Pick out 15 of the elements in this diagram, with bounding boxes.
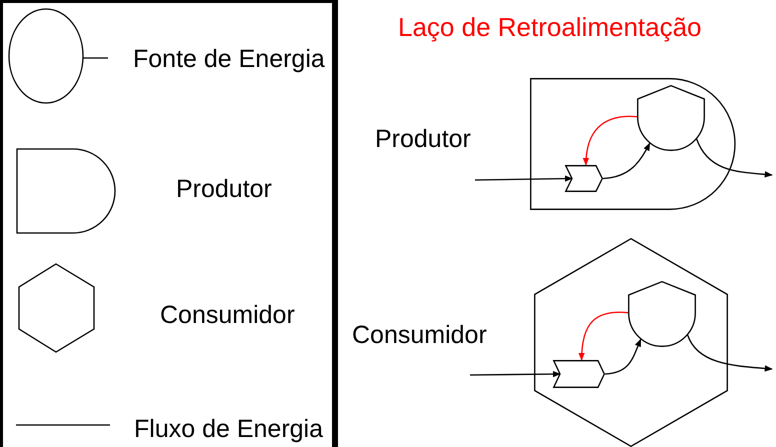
legend-label: Fluxo de Energia [134, 414, 324, 444]
arrow [687, 334, 773, 372]
arrow [578, 312, 628, 361]
arrow [604, 338, 642, 375]
node-label: Consumidor [352, 320, 487, 350]
legend-label: Consumidor [160, 300, 295, 330]
arrow [470, 370, 561, 378]
arrow [696, 138, 773, 178]
legend-label: Fonte de Energia [133, 44, 325, 74]
arrow [602, 142, 650, 180]
title: Laço de Retroalimentação [398, 12, 702, 42]
arrow [474, 175, 573, 182]
legend-label: Produtor [176, 174, 272, 204]
arrow [583, 116, 638, 166]
node-label: Produtor [375, 124, 471, 154]
